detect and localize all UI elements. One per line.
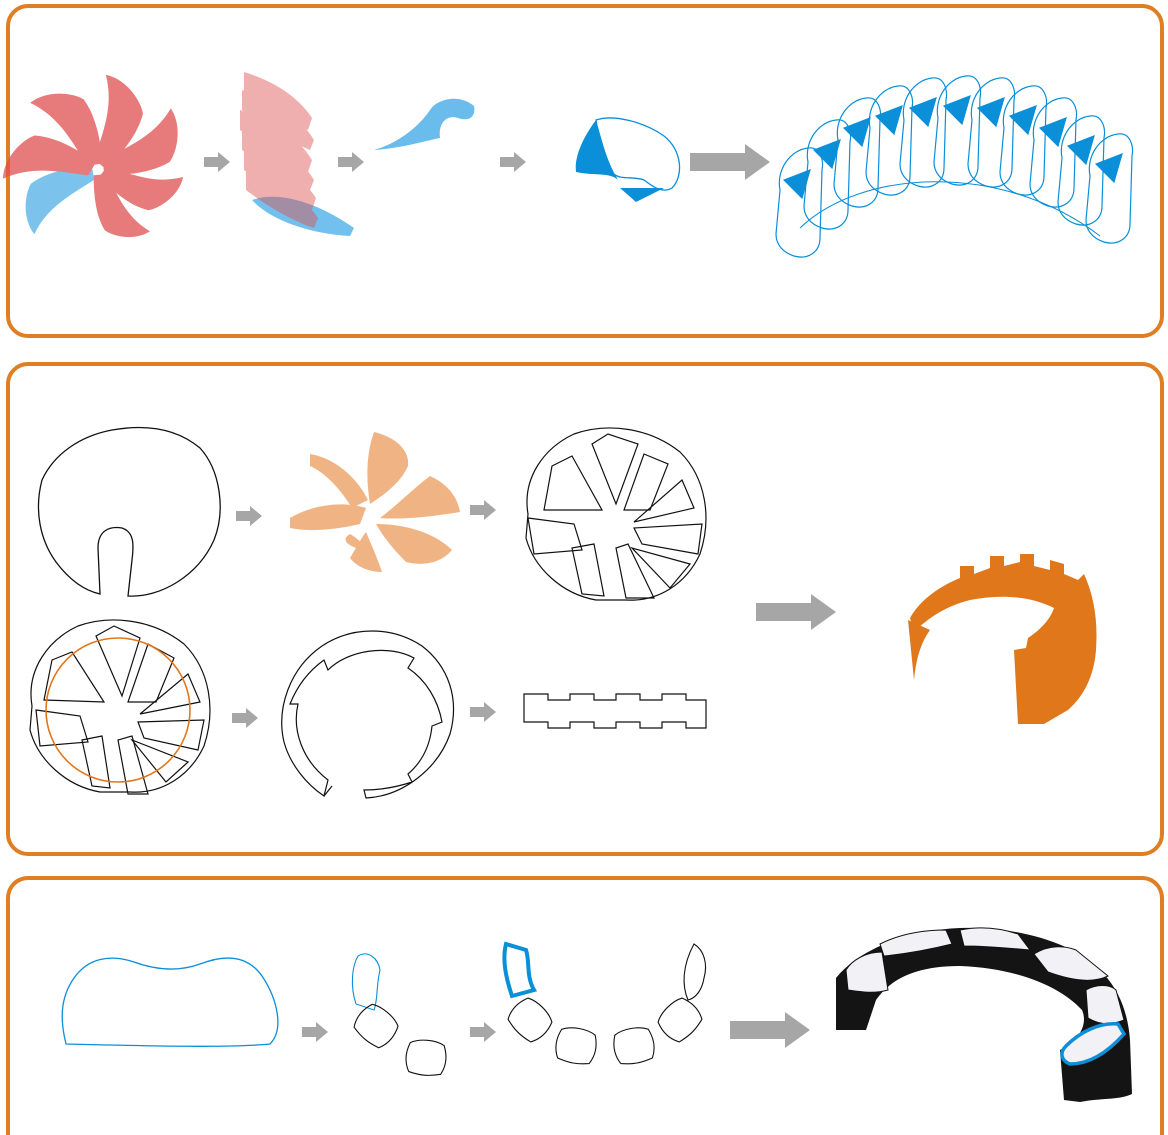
cut-ring [282,631,454,798]
arrow-large [756,594,836,630]
curved-orange-band [908,554,1097,724]
pinwheel-blades [0,71,186,240]
orange-blades [290,432,460,572]
extruded-ring [836,928,1132,1102]
swept-blade-array [776,76,1132,257]
arrow-small [204,152,230,172]
circular-plate [38,427,220,596]
plate-with-slots [526,428,706,600]
arrow-small [302,1022,328,1042]
segment-chain [350,954,448,1077]
blade-section [576,118,680,202]
unrolled-strip [524,694,706,728]
segment-arc [504,944,707,1066]
arrow-small [236,506,262,526]
arrow-small [470,500,496,520]
guide-circle [46,638,190,782]
arrow-small [470,1022,496,1042]
arrow-large [730,1012,810,1048]
blue-profile-outline [62,958,278,1046]
arrow-small [338,152,364,172]
blade-blue [20,165,102,235]
arrow-large [690,144,770,180]
single-blade-profile [374,99,474,150]
arrow-small [232,708,258,728]
stacked-blades [240,72,354,236]
guide-circle-plate [30,620,210,794]
arrow-small [500,152,526,172]
arrow-small [470,702,496,722]
